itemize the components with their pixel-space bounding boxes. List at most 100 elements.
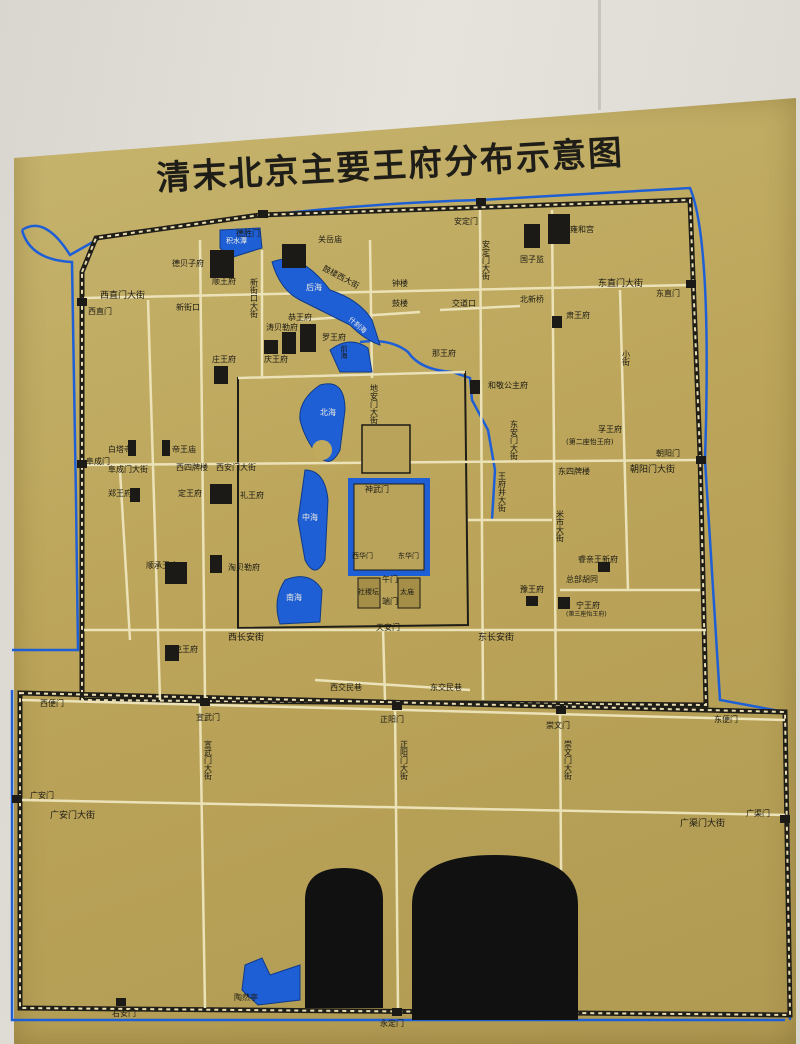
label-yiwangfu: (第二座怡王府) — [566, 437, 614, 446]
label-dongchang-anjie: 东长安街 — [478, 631, 514, 643]
beihai-island — [312, 440, 332, 460]
label-chongwenmen-dajie: 崇文门大街 — [564, 740, 573, 781]
label-kewangfu: 克王府 — [174, 644, 198, 654]
label-shunwangfu: 顺王府 — [212, 276, 236, 286]
label-guangqumen-dajie: 广渠门大街 — [680, 817, 725, 829]
label-ningwangfu: 宁王府 — [576, 600, 600, 610]
label-yongdingmen: 永定门 — [380, 1018, 404, 1028]
label-wumen: 午门 — [382, 574, 398, 584]
label-luowangfu: 罗王府 — [322, 332, 346, 342]
label-taimiao: 太庙 — [400, 587, 414, 596]
label-xuanwumen: 宣武门 — [196, 712, 220, 722]
label-yuwangfu: 豫王府 — [520, 584, 544, 594]
label-heshuogongzhufu: 和敬公主府 — [488, 380, 528, 390]
qianhai-lake — [329, 341, 373, 373]
label-dongan-dajie: 东安门大街 — [510, 419, 519, 461]
label-zhuangwangfu: 庄王府 — [212, 354, 236, 364]
label-chaoyangmen: 朝阳门 — [656, 448, 680, 458]
label-mishi-dajie: 米市大街 — [556, 509, 565, 543]
label-beihai: 北海 — [320, 407, 336, 417]
road-network — [21, 209, 786, 1013]
label-ningwangfu-sub: (第三座怡王府) — [566, 610, 607, 618]
label-beixinqiao: 北新桥 — [520, 294, 544, 304]
label-nanhai: 南海 — [286, 592, 302, 602]
label-taoranting: 陶然亭 — [234, 992, 258, 1002]
label-xizhimen: 西直门 — [88, 306, 112, 316]
label-zongbu-hutong: 总部胡同 — [566, 574, 598, 584]
label-xichang-anjie: 西长安街 — [228, 631, 264, 643]
label-zhengyangmen: 正阳门 — [380, 714, 404, 724]
label-xijiaominxiang: 西交民巷 — [330, 682, 362, 692]
label-tiananmen: 天安门 — [376, 622, 400, 632]
label-youanmen: 右安门 — [112, 1008, 136, 1018]
label-ruiqinwangfu: 睿亲王新府 — [578, 554, 618, 564]
left-arch — [305, 868, 383, 1008]
forbidden-city — [348, 424, 430, 609]
label-yonghegong: 雍和宫 — [570, 224, 594, 234]
label-duanmen: 端门 — [382, 596, 398, 606]
label-xizhimen-dajie: 西直门大街 — [100, 289, 145, 301]
residence-blocks — [128, 214, 610, 661]
label-fuchengmen: 阜成门 — [86, 456, 110, 466]
label-guanganmen: 广安门 — [30, 790, 54, 800]
label-dongzhimen-dajie: 东直门大街 — [598, 277, 643, 289]
label-xianmen-dajie: 西安门大街 — [216, 462, 256, 472]
label-shejitan: 社稷坛 — [358, 587, 379, 596]
label-dongjiaominxiang: 东交民巷 — [430, 682, 462, 692]
label-wangfujing-dajie: 王府井大街 — [498, 472, 507, 513]
label-andingmen-dajie: 安定门大街 — [482, 239, 491, 281]
label-donghuamen: 东华门 — [398, 551, 419, 560]
label-xihuamen: 西华门 — [352, 551, 373, 560]
label-taibeilefu: 淘贝勒府 — [228, 562, 260, 572]
label-dongsi-pailou: 东四牌楼 — [558, 466, 590, 476]
label-houhai: 后海 — [306, 282, 322, 292]
label-diwangmiao: 帝王庙 — [172, 444, 196, 454]
wall-seam — [598, 0, 601, 110]
label-shenwumen: 神武门 — [365, 484, 389, 494]
label-zhengwangfu: 郑王府 — [108, 488, 132, 498]
label-xinjiekou: 新街口 — [176, 302, 200, 312]
label-qianhai: 前海 — [340, 344, 348, 360]
label-debeizifu: 德贝子府 — [172, 258, 204, 268]
label-dongbianmen: 东便门 — [714, 714, 738, 724]
label-guangqumen: 广渠门 — [746, 808, 770, 818]
label-gulou: 鼓楼 — [392, 298, 408, 308]
label-baitasi: 白塔寺 — [108, 444, 132, 454]
label-gongwangfu: 恭王府 — [288, 312, 312, 322]
label-xibianmen: 西便门 — [40, 698, 64, 708]
label-jishuitan: 积水潭 — [226, 236, 247, 245]
label-lizhengwangfu: 礼王府 — [240, 490, 264, 500]
label-zhonghai: 中海 — [302, 512, 318, 522]
label-chaoyangmen-dajie: 朝阳门大街 — [630, 463, 675, 475]
label-guozijian: 国子监 — [520, 254, 544, 264]
label-xinjiekou-dajie: 新街口大街 — [250, 277, 259, 319]
label-fuchengmen-dajie: 阜成门大街 — [108, 464, 148, 474]
label-taobeilefu: 涛贝勒府 — [266, 322, 298, 332]
taoranting-lake — [241, 957, 301, 1006]
label-xuanwumen-dajie: 宣武门大街 — [204, 739, 213, 781]
zhonghai-lake — [297, 469, 329, 571]
houhai-lake — [271, 258, 381, 346]
label-suwangfu: 肃王府 — [566, 310, 590, 320]
label-guanganmen-dajie: 广安门大街 — [50, 809, 95, 821]
label-dianmen-dajie: 地安门大街 — [370, 383, 379, 425]
city-gates — [12, 198, 790, 1016]
right-arch — [412, 855, 578, 1020]
label-andingmen: 安定门 — [454, 216, 478, 226]
label-zhonglou: 钟楼 — [392, 278, 408, 288]
label-dongzhimen: 东直门 — [656, 288, 680, 298]
label-chunwangfu: 孚王府 — [598, 424, 622, 434]
nanhai-lake — [276, 576, 323, 625]
label-deshengmen: 德胜门 — [236, 228, 260, 238]
label-xiaojie: 小街 — [622, 350, 631, 367]
label-zhengyangmen-dajie: 正阳门大街 — [400, 740, 409, 781]
label-dingwangfu: 定王府 — [178, 488, 202, 498]
label-jiaodaokou: 交道口 — [452, 298, 476, 308]
label-shunchengwangfu: 顺承王府 — [146, 560, 178, 570]
inner-city-wall — [79, 197, 709, 708]
label-qingwangfu: 庆王府 — [264, 354, 288, 364]
label-chongwenmen: 崇文门 — [546, 720, 570, 730]
label-xisipailou: 西四牌楼 — [176, 462, 208, 472]
outer-city-wall — [17, 690, 793, 1018]
